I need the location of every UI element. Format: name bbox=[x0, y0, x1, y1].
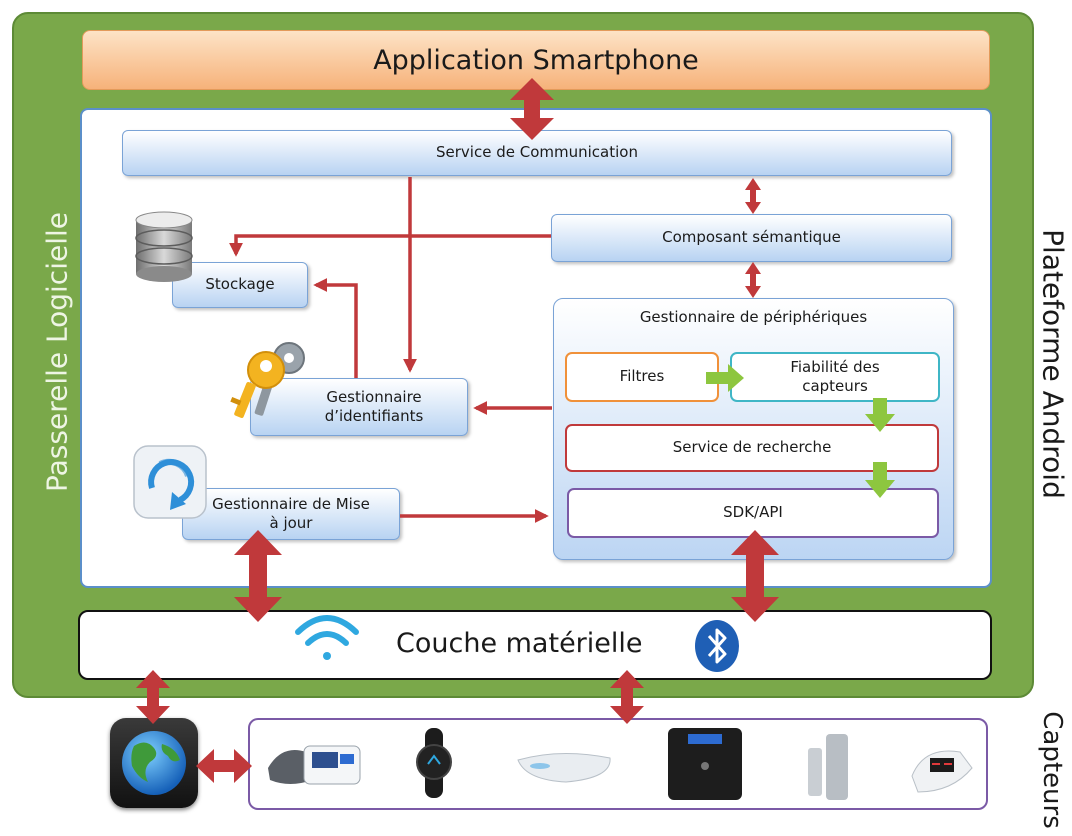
air-quality-station-icon bbox=[808, 734, 848, 800]
database-icon bbox=[135, 211, 193, 282]
storage-box: Stockage bbox=[172, 262, 308, 308]
hardware-layer-label: Couche matérielle bbox=[396, 628, 643, 659]
communication-semantic-double-arrow bbox=[745, 178, 761, 214]
filters-to-reliability-arrow bbox=[706, 364, 744, 392]
refresh-icon bbox=[133, 445, 207, 519]
app-communication-double-arrow bbox=[510, 78, 554, 140]
filters-box: Filtres bbox=[565, 352, 719, 402]
globe-sensors-double-arrow bbox=[196, 749, 252, 783]
semantic-component-box: Composant sémantique bbox=[551, 214, 952, 262]
hardware-sensors-double-arrow bbox=[610, 670, 644, 724]
bluetooth-icon bbox=[695, 620, 739, 672]
device-manager-label: Gestionnaire de périphériques bbox=[639, 308, 868, 326]
semantic-to-storage-arrow bbox=[229, 234, 551, 257]
hardware-layer-box bbox=[78, 610, 992, 680]
update-manager-label: Gestionnaire de Mise à jour bbox=[212, 494, 370, 533]
update-hardware-double-arrow bbox=[234, 530, 282, 622]
wifi-icon bbox=[295, 615, 359, 660]
search-service-label: Service de recherche bbox=[672, 438, 832, 457]
sensor-reliability-box: Fiabilité des capteurs bbox=[730, 352, 940, 402]
pulse-oximeter-icon bbox=[911, 750, 973, 793]
sdk-api-label: SDK/API bbox=[723, 503, 783, 522]
blood-pressure-monitor-icon bbox=[268, 745, 361, 785]
filters-label: Filtres bbox=[619, 367, 665, 386]
app-smartphone-box: Application Smartphone bbox=[82, 30, 990, 90]
sdk-hardware-double-arrow bbox=[731, 530, 779, 622]
identity-manager-label: Gestionnaire d’identifiants bbox=[324, 387, 424, 426]
activity-tracker-icon bbox=[416, 728, 452, 798]
app-smartphone-label: Application Smartphone bbox=[373, 44, 699, 76]
sensor-reliability-label: Fiabilité des capteurs bbox=[790, 357, 880, 396]
body-scale-icon bbox=[668, 728, 742, 800]
sleep-sensor-icon bbox=[517, 753, 611, 783]
semantic-component-label: Composant sémantique bbox=[662, 228, 841, 247]
identity-to-storage-arrow bbox=[313, 278, 358, 378]
hardware-globe-double-arrow bbox=[136, 670, 170, 724]
keys-icon bbox=[230, 342, 305, 418]
communication-service-box: Service de Communication bbox=[122, 130, 952, 176]
communication-service-label: Service de Communication bbox=[436, 143, 638, 162]
identity-manager-box: Gestionnaire d’identifiants bbox=[250, 378, 468, 436]
update-manager-box: Gestionnaire de Mise à jour bbox=[182, 488, 400, 540]
reliability-to-search-arrow bbox=[865, 398, 895, 432]
storage-label: Stockage bbox=[205, 275, 275, 294]
sdk-api-box: SDK/API bbox=[567, 488, 939, 538]
semantic-device-double-arrow bbox=[745, 262, 761, 298]
sensors-frame bbox=[248, 718, 988, 810]
globe-icon bbox=[122, 731, 186, 795]
search-to-sdk-arrow bbox=[865, 462, 895, 498]
